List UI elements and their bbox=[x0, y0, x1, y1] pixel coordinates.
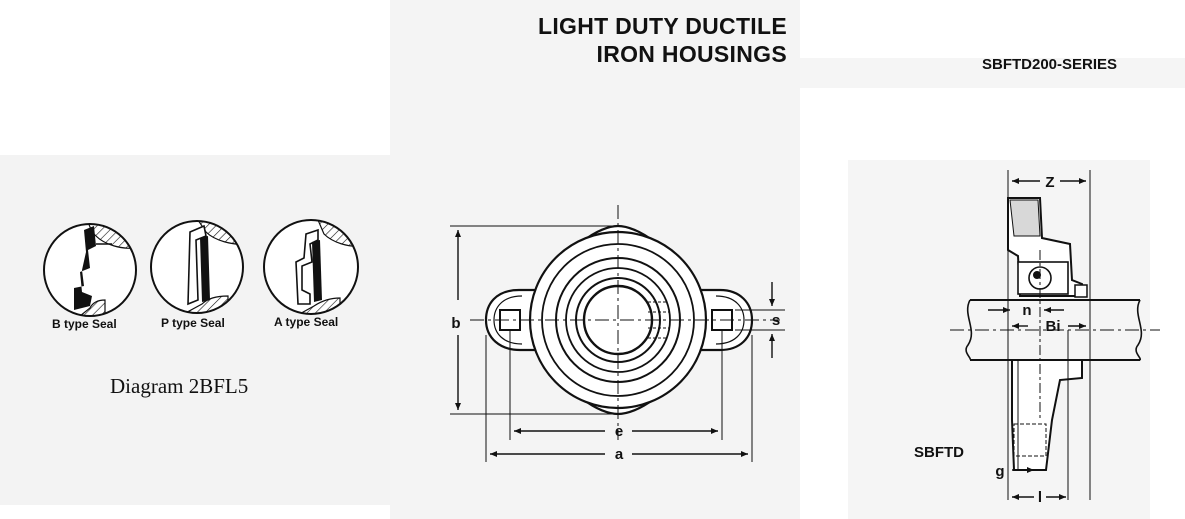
dim-g-label: g bbox=[995, 463, 1004, 480]
b-type-seal-drawing bbox=[43, 223, 137, 317]
side-view-panel bbox=[848, 160, 1150, 519]
title-line-1: LIGHT DUTY DUCTILE bbox=[537, 13, 787, 39]
dim-b-label: b bbox=[451, 315, 460, 332]
a-type-seal-label: A type Seal bbox=[274, 315, 339, 329]
side-view-drawing: Z n Bi g l SBFTD bbox=[914, 170, 1160, 506]
p-type-seal-label: P type Seal bbox=[161, 316, 225, 330]
seal-panel bbox=[0, 155, 395, 505]
series-label: SBFTD200-SERIES bbox=[982, 56, 1118, 73]
dim-l-label: l bbox=[1038, 489, 1042, 506]
dim-bi-label: Bi bbox=[1046, 318, 1061, 335]
dim-a-label: a bbox=[615, 446, 624, 463]
dim-z-label: Z bbox=[1045, 174, 1054, 191]
front-view-drawing: b e a s bbox=[450, 205, 785, 463]
a-type-seal-drawing bbox=[263, 219, 359, 315]
dim-e-label: e bbox=[615, 423, 623, 440]
p-type-seal-drawing bbox=[150, 220, 244, 314]
sbftd-label: SBFTD bbox=[914, 444, 964, 461]
diagram-caption: Diagram 2BFL5 bbox=[110, 374, 249, 398]
dim-n-label: n bbox=[1022, 302, 1031, 319]
title-line-2: IRON HOUSINGS bbox=[596, 41, 787, 67]
dim-s-label: s bbox=[772, 312, 780, 329]
b-type-seal-label: B type Seal bbox=[52, 317, 117, 331]
series-panel bbox=[800, 58, 1185, 88]
